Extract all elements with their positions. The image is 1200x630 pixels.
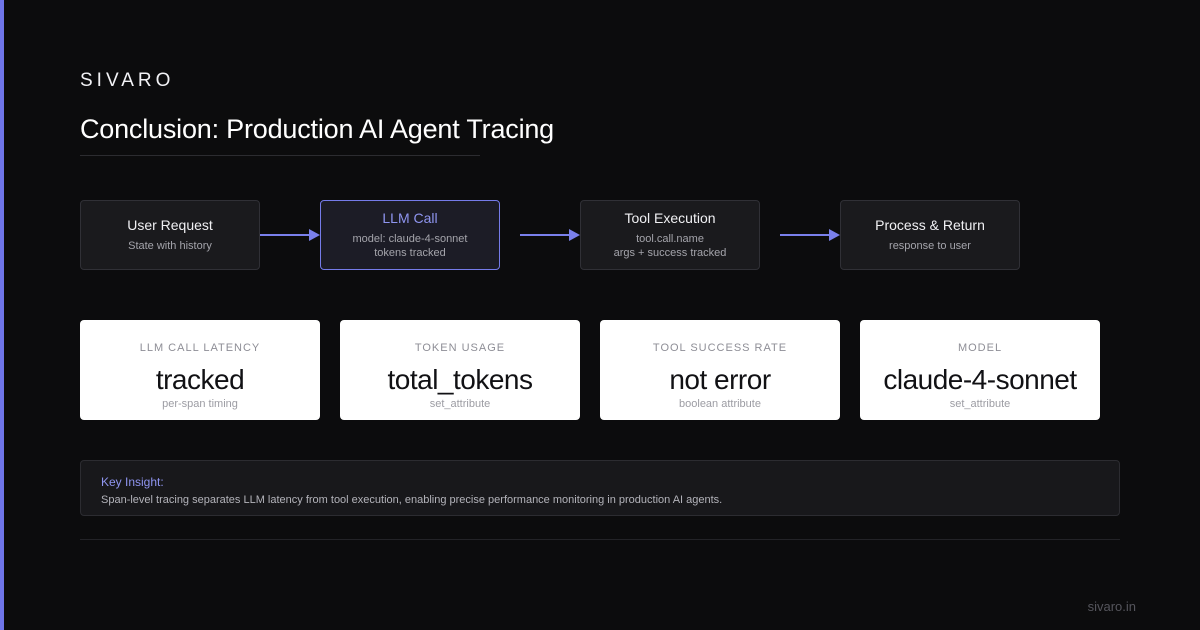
metric-value: claude-4-sonnet [883, 364, 1077, 395]
flow-step-title: LLM Call [382, 210, 438, 226]
footer-domain: sivaro.in [1087, 599, 1136, 614]
flow-step-detail: State with history [128, 240, 212, 252]
metric-card-llm-latency: LLM CALL LATENCY tracked per-span timing [80, 320, 320, 420]
key-insight-text: Span-level tracing separates LLM latency… [101, 494, 723, 506]
metric-value: tracked [155, 364, 245, 395]
metric-label: TOOL SUCCESS RATE [652, 342, 788, 354]
metric-card-tool-success: TOOL SUCCESS RATE not error boolean attr… [600, 320, 840, 420]
metric-subtext: boolean attribute [679, 398, 761, 410]
flow-step-tool-execution: Tool Execution tool.call.name args + suc… [580, 200, 760, 270]
flow-step-title: Tool Execution [624, 210, 716, 226]
page-title: Conclusion: Production AI Agent Tracing [80, 114, 554, 144]
metric-subtext: per-span timing [162, 398, 238, 410]
arrow-2 [520, 229, 580, 241]
key-insight-box: Key Insight: Span-level tracing separate… [80, 460, 1120, 516]
metric-value: total_tokens [387, 364, 534, 395]
metric-subtext: set_attribute [949, 398, 1011, 410]
arrow-3 [780, 229, 840, 241]
flow-step-title: User Request [127, 217, 213, 233]
arrow-1 [260, 229, 320, 241]
bottom-divider [80, 539, 1120, 540]
brand-logo-text: SIVARO [80, 70, 175, 91]
title-divider [80, 155, 480, 156]
flow-step-title: Process & Return [875, 217, 985, 233]
metric-label: TOKEN USAGE [414, 342, 506, 354]
flow-step-detail: tokens tracked [374, 247, 446, 259]
flow-step-detail: model: claude-4-sonnet [352, 233, 468, 245]
metric-label: LLM CALL LATENCY [139, 342, 261, 354]
flow-step-detail: args + success tracked [613, 247, 727, 259]
left-accent-bar [0, 0, 4, 630]
flow-step-llm-call: LLM Call model: claude-4-sonnet tokens t… [320, 200, 500, 270]
flow-step-user-request: User Request State with history [80, 200, 260, 270]
metric-card-model: MODEL claude-4-sonnet set_attribute [860, 320, 1100, 420]
flow-step-process-return: Process & Return response to user [840, 200, 1020, 270]
metric-card-token-usage: TOKEN USAGE total_tokens set_attribute [340, 320, 580, 420]
key-insight-title: Key Insight: [101, 475, 164, 489]
flow-step-detail: response to user [889, 240, 971, 252]
metric-value: not error [669, 364, 771, 395]
metric-subtext: set_attribute [429, 398, 491, 410]
flow-step-detail: tool.call.name [636, 233, 704, 245]
metric-label: MODEL [957, 342, 1003, 354]
